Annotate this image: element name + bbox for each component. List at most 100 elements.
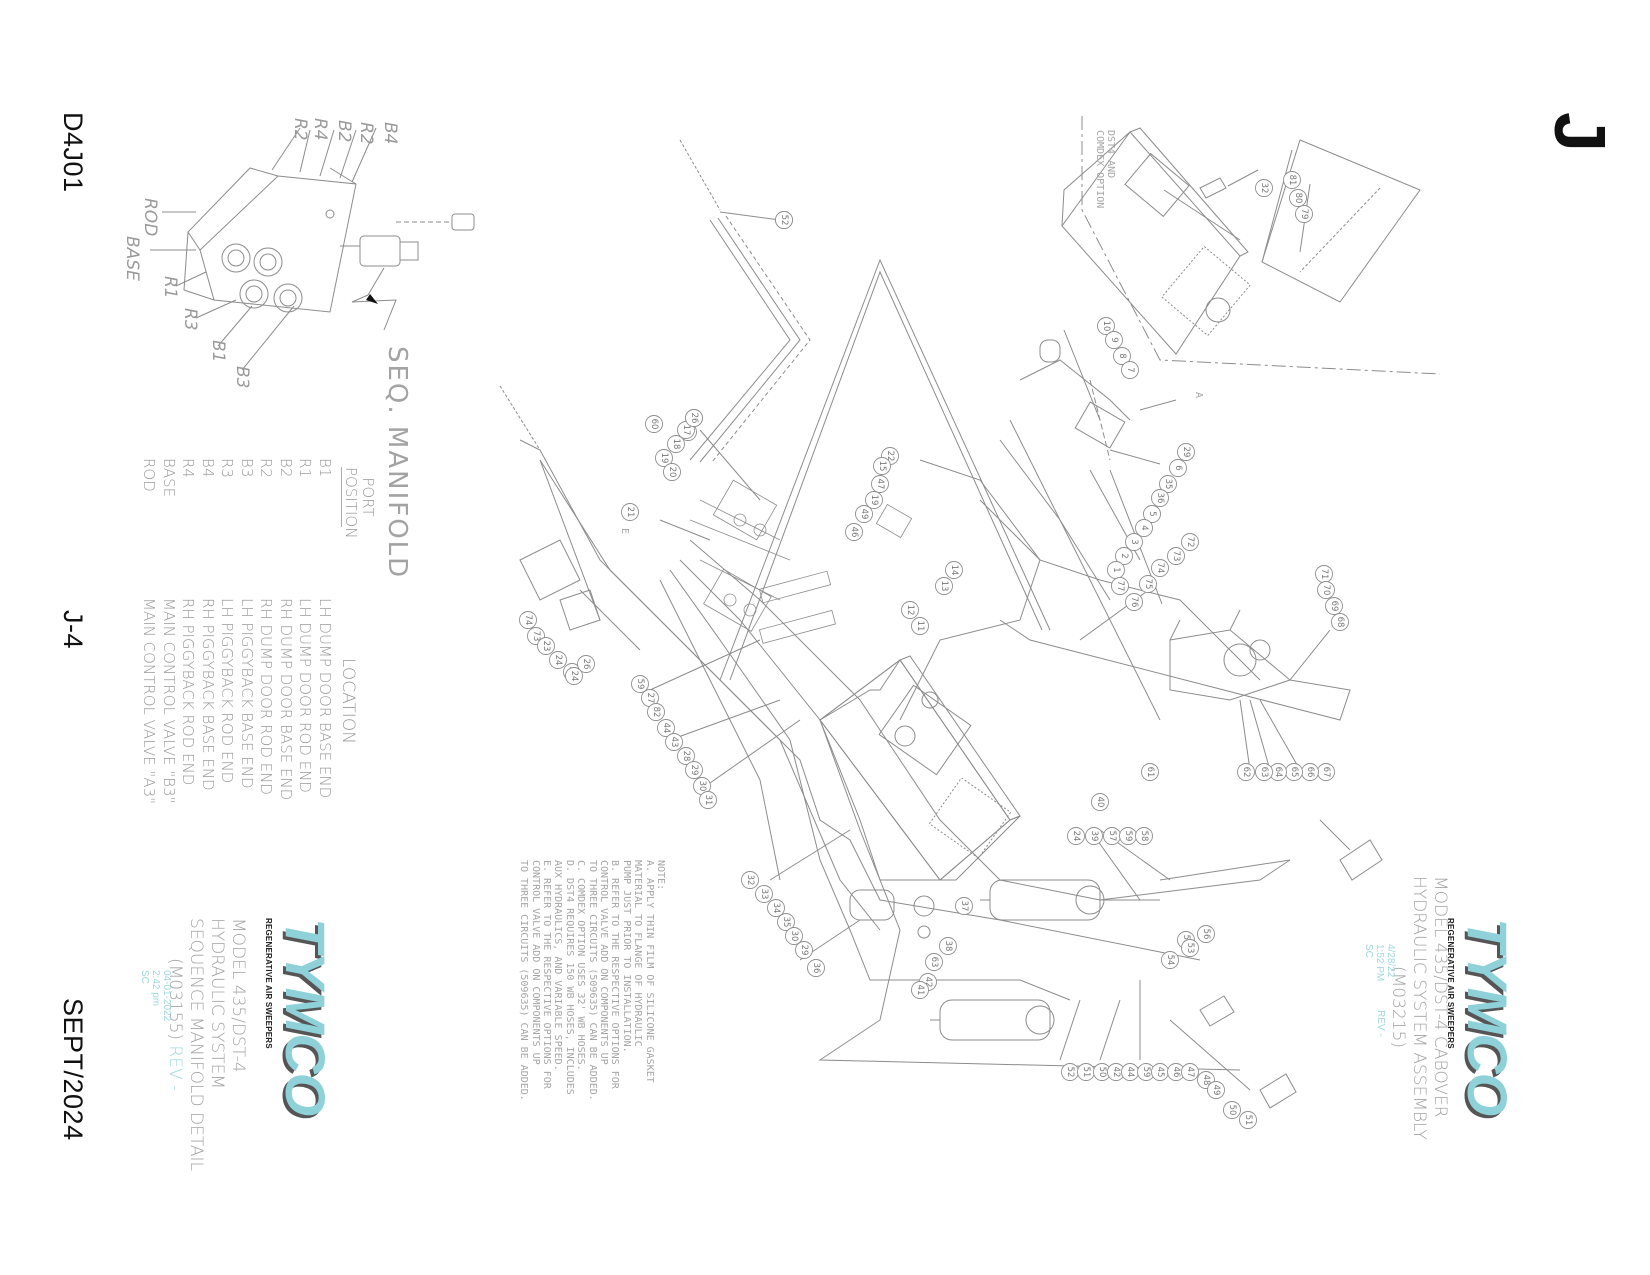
item-balloon: 29 [1177,443,1195,461]
balloon-number: 29 [1181,447,1191,458]
balloon-circle [865,491,883,509]
balloon-number: 21 [625,507,635,518]
location-cell: LH PIGGYBACK BASE END [238,598,256,789]
logo-tagline: REGENERATIVE AIR SWEEPERS [264,918,273,1049]
item-balloon: 79 [1295,205,1313,223]
item-balloon: 26 [577,655,595,673]
item-balloon: 27 [641,689,659,707]
balloon-number: 77 [1115,581,1125,592]
item-balloon: 11 [911,617,929,635]
item-balloon: 65 [1285,763,1303,781]
item-balloon: 76 [1125,593,1143,611]
item-balloon: 75 [1139,575,1157,593]
balloon-number: 49 [1211,1085,1221,1096]
balloon-number: 47 [1185,1067,1195,1078]
balloon-number: 43 [669,737,679,748]
note-line: PUMP JUST PRIOR TO INSTALLATION. [620,860,632,1053]
balloon-number: 71 [1319,569,1329,580]
item-balloon: 49 [1207,1081,1225,1099]
balloon-circle [925,953,943,971]
balloon-circle [1167,547,1185,565]
balloon-number: 33 [759,889,769,900]
note-line: CONTROL VALVE ADD ON COMPONENTS UP [529,860,541,1065]
balloon-number: 45 [1155,1067,1165,1078]
balloon-circle [795,941,813,959]
balloon-number: 42 [923,977,933,988]
bracket-plate [1261,139,1421,303]
balloon-number: 23 [541,641,551,652]
balloon-circle [1067,827,1085,845]
balloon-number: 37 [959,901,969,912]
balloon-circle [1125,593,1143,611]
item-balloon: 51 [1077,1063,1095,1081]
item-balloon: 29 [685,761,703,779]
port-cell: B2 [277,458,295,478]
balloon-circle [1181,1063,1199,1081]
item-balloon: 23 [537,637,555,655]
note-line: CONTROL VALVE ADD ON COMPONENTS UP [597,860,609,1065]
balloon-number: 35 [1163,479,1173,490]
item-balloon: 2 [1115,547,1133,565]
item-balloon: 45 [1151,1063,1169,1081]
right-rev-label: REV - [1375,1010,1386,1037]
item-balloon: 10 [1097,317,1115,335]
title-line: (M03215) [1388,966,1408,1049]
balloon-circle [911,617,929,635]
tymco-logo: TYMCO [1456,918,1519,1116]
item-balloon: 40 [1091,793,1109,811]
balloon-circle [1181,939,1199,957]
balloon-circle [1239,1111,1257,1129]
seq-manifold-block [150,127,475,371]
balloon-number: 12 [905,605,915,616]
balloon-number: 63 [1259,767,1269,778]
balloon-number: 51 [1081,1067,1091,1078]
balloon-number: 48 [1201,1075,1211,1086]
balloon-circle [1113,347,1131,365]
balloon-circle [777,913,795,931]
balloon-circle [631,675,649,693]
balloon-number: 44 [661,723,671,734]
port-label-b4: B4 [380,122,400,145]
item-balloon: 49 [855,505,873,523]
balloon-number: 28 [681,751,691,762]
item-balloons: 1677787980813210987296353654321777675747… [519,171,1349,1129]
balloon-number: 82 [651,707,661,718]
item-balloon: 43 [665,733,683,751]
balloon-circle [1317,581,1335,599]
location-cell: RH DUMP DOOR ROD END [257,598,276,795]
item-balloon: 52 [775,211,793,229]
item-balloon: 52 [1061,1063,1079,1081]
balloon-number: 59 [635,679,645,690]
balloon-circle [741,871,759,889]
port-label-r2a: R2 [356,122,376,145]
balloon-number: 24 [1071,831,1081,842]
balloon-number: 2 [1119,553,1129,558]
balloon-number: 57 [1107,831,1117,842]
balloon-number: 32 [1259,183,1269,194]
balloon-circle [1105,331,1123,349]
item-balloon: 72 [1181,533,1199,551]
item-balloon: 24 [549,651,567,669]
balloon-circle [657,719,675,737]
item-balloon: 20 [663,463,681,481]
item-balloon: 53 [1181,939,1199,957]
detail-e-label: E [619,528,630,535]
item-balloon: 1 [1107,561,1125,579]
issue-date: SEPT/2024 [58,998,88,1141]
port-position-header: PORT POSITION [341,467,377,539]
item-balloon: 35 [777,913,795,931]
balloon-number: 24 [553,655,563,666]
location-cell: RH PIGGYBACK BASE END [199,598,217,791]
balloon-circle [1135,827,1153,845]
balloon-circle [655,449,673,467]
balloon-number: 7 [1125,367,1135,372]
stamp-line: SC [139,970,150,984]
balloon-circle [621,503,639,521]
balloon-circle [1115,547,1133,565]
item-balloon: 30 [785,927,803,945]
balloon-number: 26 [689,413,699,424]
balloon-circle [755,885,773,903]
filter-canister [849,889,935,939]
cylinder-upper [980,879,1160,921]
